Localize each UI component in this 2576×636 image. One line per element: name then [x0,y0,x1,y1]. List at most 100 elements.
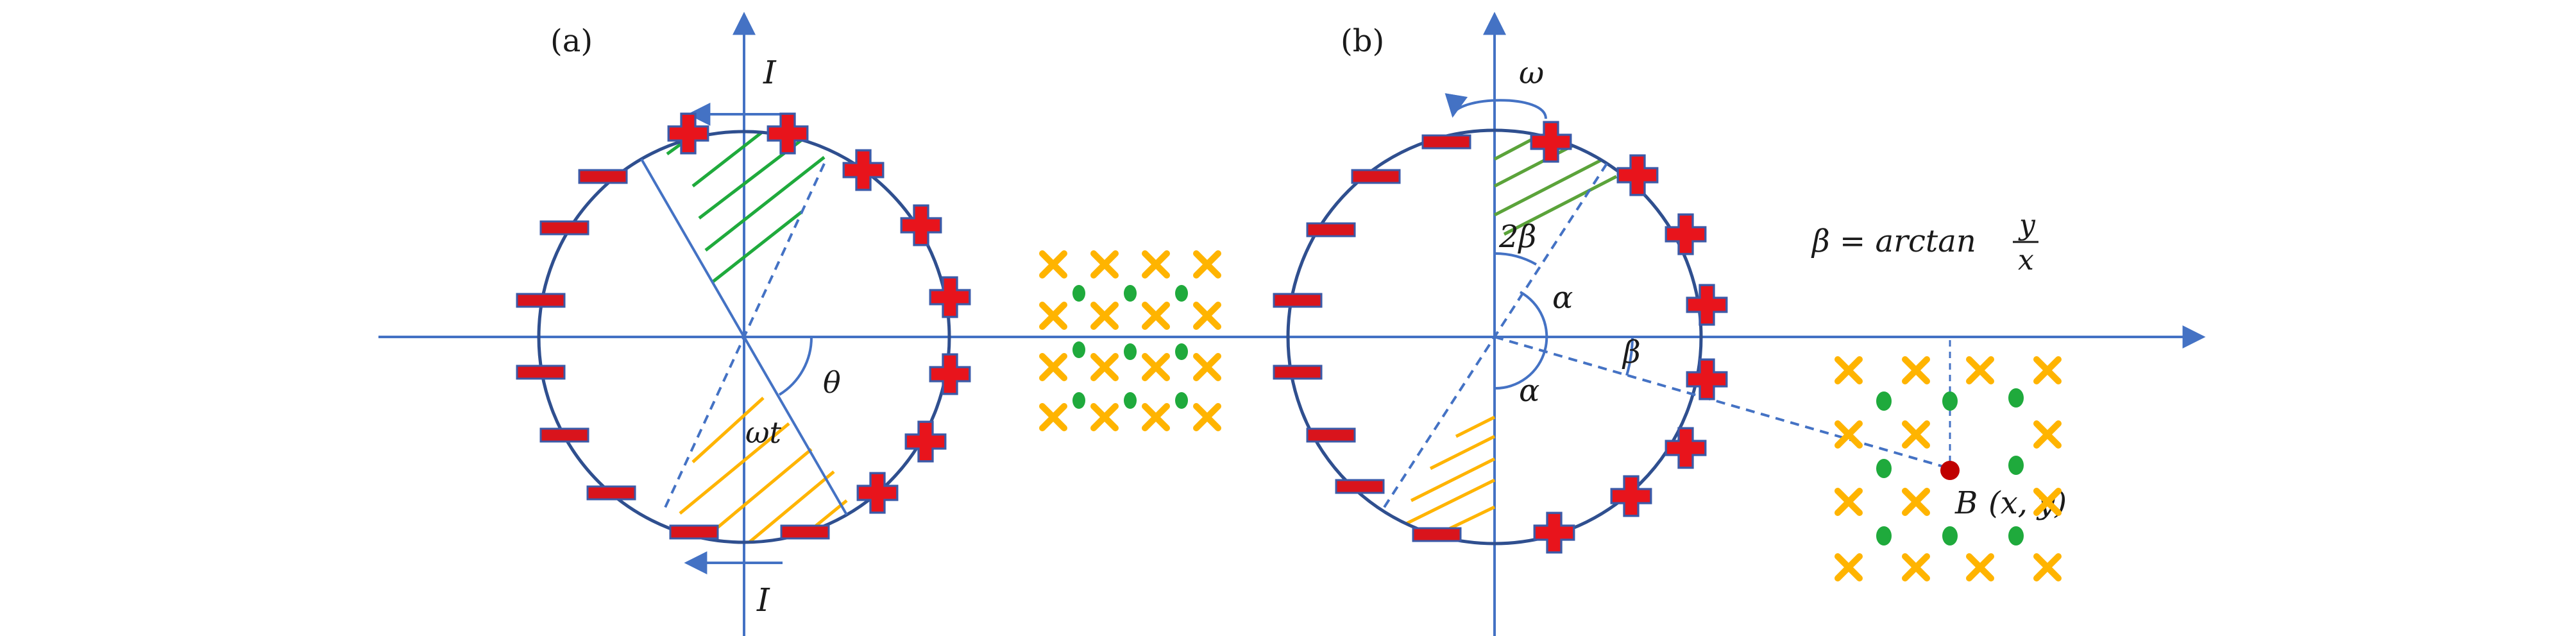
negative-charge [516,365,566,380]
green-dot [1942,391,1958,411]
cross-mark [1905,556,1927,578]
theta-arc [778,336,813,396]
green-dot [2008,456,2024,475]
theta-label: θ [823,365,841,400]
negative-charge [1351,169,1401,184]
cross-mark [1196,356,1218,378]
green-dot [1942,526,1958,546]
current-label-bottom: I [756,581,770,619]
green-dot [1876,391,1892,411]
green-dot [2008,526,2024,546]
negative-charge [1421,134,1471,150]
green-dot [1175,392,1188,409]
point-b-label: B [1954,485,1978,521]
cross-mark [1838,424,1860,445]
green-dot [1124,285,1137,302]
cross-mark [1042,305,1064,327]
green-hatch-region-a [666,132,826,284]
panel-b-label: (b) [1341,23,1384,59]
negative-charge [516,293,566,308]
panel-b: (b) ω 2β α α β B (x, y) β = arctan y x [1273,23,2067,554]
cross-mark [2037,424,2058,445]
cross-mark [1196,254,1218,275]
point-b-marker [1940,461,1960,480]
field-pattern-right [1838,359,2058,578]
green-dot [1876,459,1892,478]
ring-a [537,130,951,544]
positive-charge [1610,475,1652,517]
negative-charge [1412,527,1462,542]
positive-charge [1665,213,1707,255]
alpha-arc [1494,291,1548,390]
cross-mark [1196,406,1218,428]
green-dot [1124,392,1137,409]
beta-formula: β = arctan y x [1811,209,2038,277]
green-dot [2008,388,2024,408]
negative-charge [539,220,589,236]
green-dot [1072,392,1085,409]
ring-b [1286,128,1703,546]
diameter-dashed-a [663,163,826,511]
cross-mark [1838,359,1860,381]
cross-mark [1838,491,1860,513]
two-beta-label: 2β [1498,219,1536,255]
cross-mark [1969,359,1991,381]
panel-a-label: (a) [550,23,593,59]
cross-mark [1905,424,1927,445]
formula-denominator: x [2018,244,2034,277]
negative-charge [578,169,628,184]
green-dot [1072,341,1085,358]
green-dot [1175,343,1188,360]
cross-mark [1145,305,1167,327]
cross-mark [1094,254,1115,275]
green-dot [1876,526,1892,546]
line-to-point-b [1494,336,1951,470]
positive-charge [929,353,971,395]
positive-charge [1533,511,1575,554]
cross-mark [2037,556,2058,578]
negative-charge [1306,427,1356,443]
negative-charge [1335,479,1385,494]
green-dot [1175,285,1188,302]
cross-mark [1145,356,1167,378]
positive-charge [1616,154,1659,196]
negative-charge [1306,222,1356,237]
negative-charge [1273,293,1323,308]
panel-a: (a) I I θ ωt [516,23,971,619]
negative-charge [586,485,636,501]
cross-mark [1196,305,1218,327]
two-beta-arc [1494,252,1537,266]
negative-charge [669,524,719,540]
positive-charge [842,149,885,191]
positive-charge [1665,427,1707,469]
negative-charge [1273,365,1323,380]
current-label-top: I [763,54,777,91]
cross-mark [1838,556,1860,578]
omega-rotation-arrow [1445,93,1547,119]
cross-mark [1042,254,1064,275]
cross-mark [1042,406,1064,428]
green-dot [1072,285,1085,302]
cross-mark [1094,356,1115,378]
cross-mark [1145,406,1167,428]
cross-mark [1969,556,1991,578]
cross-mark [1905,491,1927,513]
positive-charge [767,112,809,155]
field-pattern-middle [1042,254,1218,428]
positive-charge [1530,121,1572,163]
cross-mark [1145,254,1167,275]
green-dot [1124,343,1137,360]
omega-label: ω [1519,55,1544,91]
negative-charge [539,427,589,443]
positive-charge [1686,284,1728,326]
beta-arc [1625,336,1634,376]
cross-mark [1042,356,1064,378]
beta-label: β [1622,334,1641,370]
formula-numerator: y [2018,209,2036,241]
cross-mark [2037,359,2058,381]
cross-mark [1905,359,1927,381]
positive-charge [929,276,971,318]
green-hatch-region-b [1493,130,1618,236]
